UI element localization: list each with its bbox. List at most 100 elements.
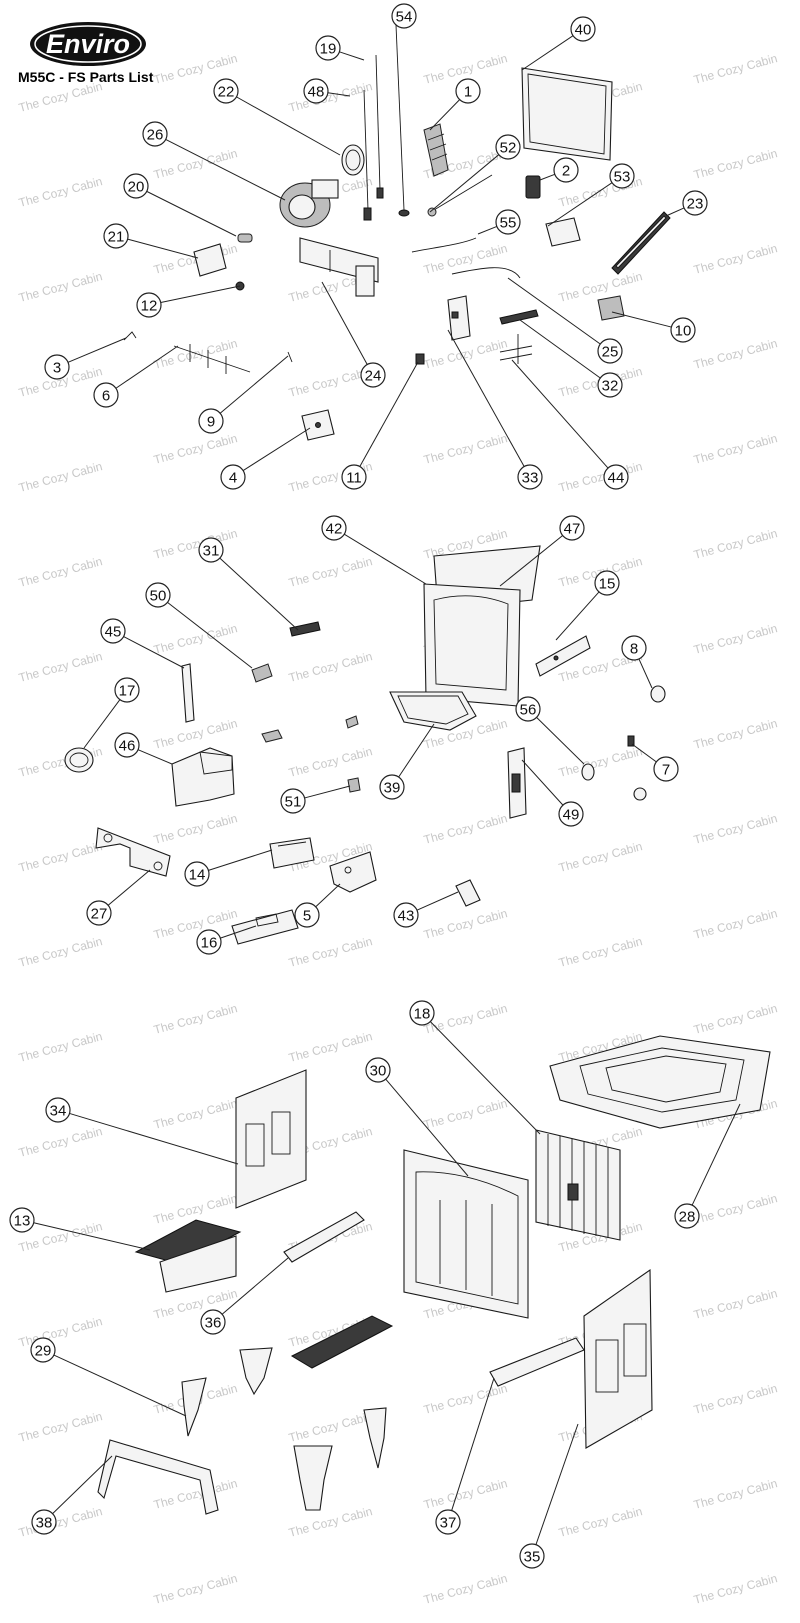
callout-circle bbox=[495, 134, 521, 160]
watermark-text: The Cozy Cabin bbox=[422, 1001, 509, 1037]
part-56 bbox=[581, 763, 595, 781]
callout-circle bbox=[517, 464, 543, 490]
watermark-text: The Cozy Cabin bbox=[17, 459, 104, 495]
callout-26: 26 bbox=[142, 121, 168, 147]
callout-label: 19 bbox=[320, 41, 337, 58]
callout-label: 5 bbox=[303, 908, 311, 925]
callout-label: 34 bbox=[50, 1103, 67, 1120]
watermark-text: The Cozy Cabin bbox=[692, 431, 779, 467]
watermark-text: The Cozy Cabin bbox=[287, 364, 374, 400]
part-26 bbox=[279, 179, 339, 228]
watermark-text: The Cozy Cabin bbox=[692, 1001, 779, 1037]
leader-line-6 bbox=[115, 345, 179, 389]
callout-10: 10 bbox=[670, 317, 696, 343]
part-leg-a bbox=[239, 1347, 273, 1396]
leader-line-56 bbox=[536, 717, 585, 765]
callout-circle bbox=[9, 1207, 35, 1233]
callout-circle bbox=[515, 696, 541, 722]
leader-line-8 bbox=[638, 658, 653, 689]
part-10 bbox=[597, 295, 625, 321]
part-leg-c bbox=[363, 1407, 387, 1469]
callout-circle bbox=[409, 1000, 435, 1026]
part-55 bbox=[411, 237, 477, 253]
callout-label: 20 bbox=[128, 179, 145, 196]
callout-32: 32 bbox=[597, 372, 623, 398]
leader-line-19 bbox=[339, 51, 365, 61]
callout-18: 18 bbox=[409, 1000, 435, 1026]
callout-label: 14 bbox=[189, 867, 206, 884]
callout-circle bbox=[495, 209, 521, 235]
leader-line-1 bbox=[429, 99, 460, 131]
callout-label: 33 bbox=[522, 470, 539, 487]
callout-label: 17 bbox=[119, 683, 136, 700]
callout-label: 13 bbox=[14, 1213, 31, 1230]
callout-25: 25 bbox=[597, 338, 623, 364]
watermark-text: The Cozy Cabin bbox=[692, 1571, 779, 1607]
callout-label: 24 bbox=[365, 368, 382, 385]
callout-19: 19 bbox=[315, 35, 341, 61]
callout-circle bbox=[315, 35, 341, 61]
callout-circle bbox=[674, 1203, 700, 1229]
callout-circle bbox=[30, 1337, 56, 1363]
watermark-text: The Cozy Cabin bbox=[422, 1096, 509, 1132]
callout-16: 16 bbox=[196, 929, 222, 955]
leader-line-13 bbox=[33, 1222, 151, 1251]
part-17 bbox=[64, 747, 94, 773]
leader-line-36 bbox=[221, 1257, 289, 1315]
leader-line-16 bbox=[220, 925, 257, 939]
callout-56: 56 bbox=[515, 696, 541, 722]
callout-circle bbox=[603, 464, 629, 490]
callout-circle bbox=[391, 3, 417, 29]
callout-label: 3 bbox=[53, 360, 61, 377]
leader-line-32 bbox=[519, 319, 601, 379]
watermark-text: The Cozy Cabin bbox=[152, 431, 239, 467]
callout-20: 20 bbox=[123, 173, 149, 199]
leader-line-17 bbox=[83, 699, 121, 749]
callout-circle bbox=[136, 292, 162, 318]
callout-11: 11 bbox=[341, 464, 367, 490]
leader-line-42 bbox=[343, 533, 427, 585]
leader-line-28 bbox=[691, 1103, 741, 1206]
part-2 bbox=[525, 175, 541, 199]
callout-circle bbox=[100, 618, 126, 644]
callout-1: 1 bbox=[455, 78, 481, 104]
leader-line-39 bbox=[398, 723, 435, 778]
callout-23: 23 bbox=[682, 190, 708, 216]
leader-line-51 bbox=[304, 785, 351, 799]
callout-label: 7 bbox=[662, 762, 670, 779]
part-53 bbox=[545, 217, 581, 247]
leader-line-50 bbox=[167, 601, 253, 669]
part-46 bbox=[171, 747, 235, 807]
callout-33: 33 bbox=[517, 464, 543, 490]
part-23 bbox=[611, 211, 671, 275]
leader-line-3 bbox=[67, 337, 127, 363]
leader-line-25 bbox=[507, 277, 601, 345]
callout-37: 37 bbox=[435, 1509, 461, 1535]
callout-circle bbox=[114, 677, 140, 703]
part-29 bbox=[181, 1377, 207, 1437]
callout-circle bbox=[570, 16, 596, 42]
leader-line-30 bbox=[385, 1078, 469, 1177]
watermark-text: The Cozy Cabin bbox=[692, 51, 779, 87]
leader-line-29 bbox=[53, 1354, 187, 1417]
leader-line-37 bbox=[451, 1377, 495, 1511]
part-51 bbox=[347, 777, 361, 793]
part-9 bbox=[287, 351, 293, 363]
callout-label: 25 bbox=[602, 344, 619, 361]
part-18 bbox=[535, 1129, 621, 1241]
callout-45: 45 bbox=[100, 618, 126, 644]
watermark-text: The Cozy Cabin bbox=[422, 431, 509, 467]
part-misc-small-1 bbox=[261, 729, 283, 743]
leader-line-7 bbox=[631, 743, 657, 763]
callout-44: 44 bbox=[603, 464, 629, 490]
leader-line-14 bbox=[208, 849, 273, 871]
watermark-text: The Cozy Cabin bbox=[287, 1504, 374, 1540]
watermark-text: The Cozy Cabin bbox=[287, 934, 374, 970]
callout-label: 16 bbox=[201, 935, 218, 952]
part-45 bbox=[181, 663, 195, 723]
part-44 bbox=[499, 334, 533, 364]
leader-line-4 bbox=[242, 427, 311, 471]
watermark-text: The Cozy Cabin bbox=[152, 1096, 239, 1132]
